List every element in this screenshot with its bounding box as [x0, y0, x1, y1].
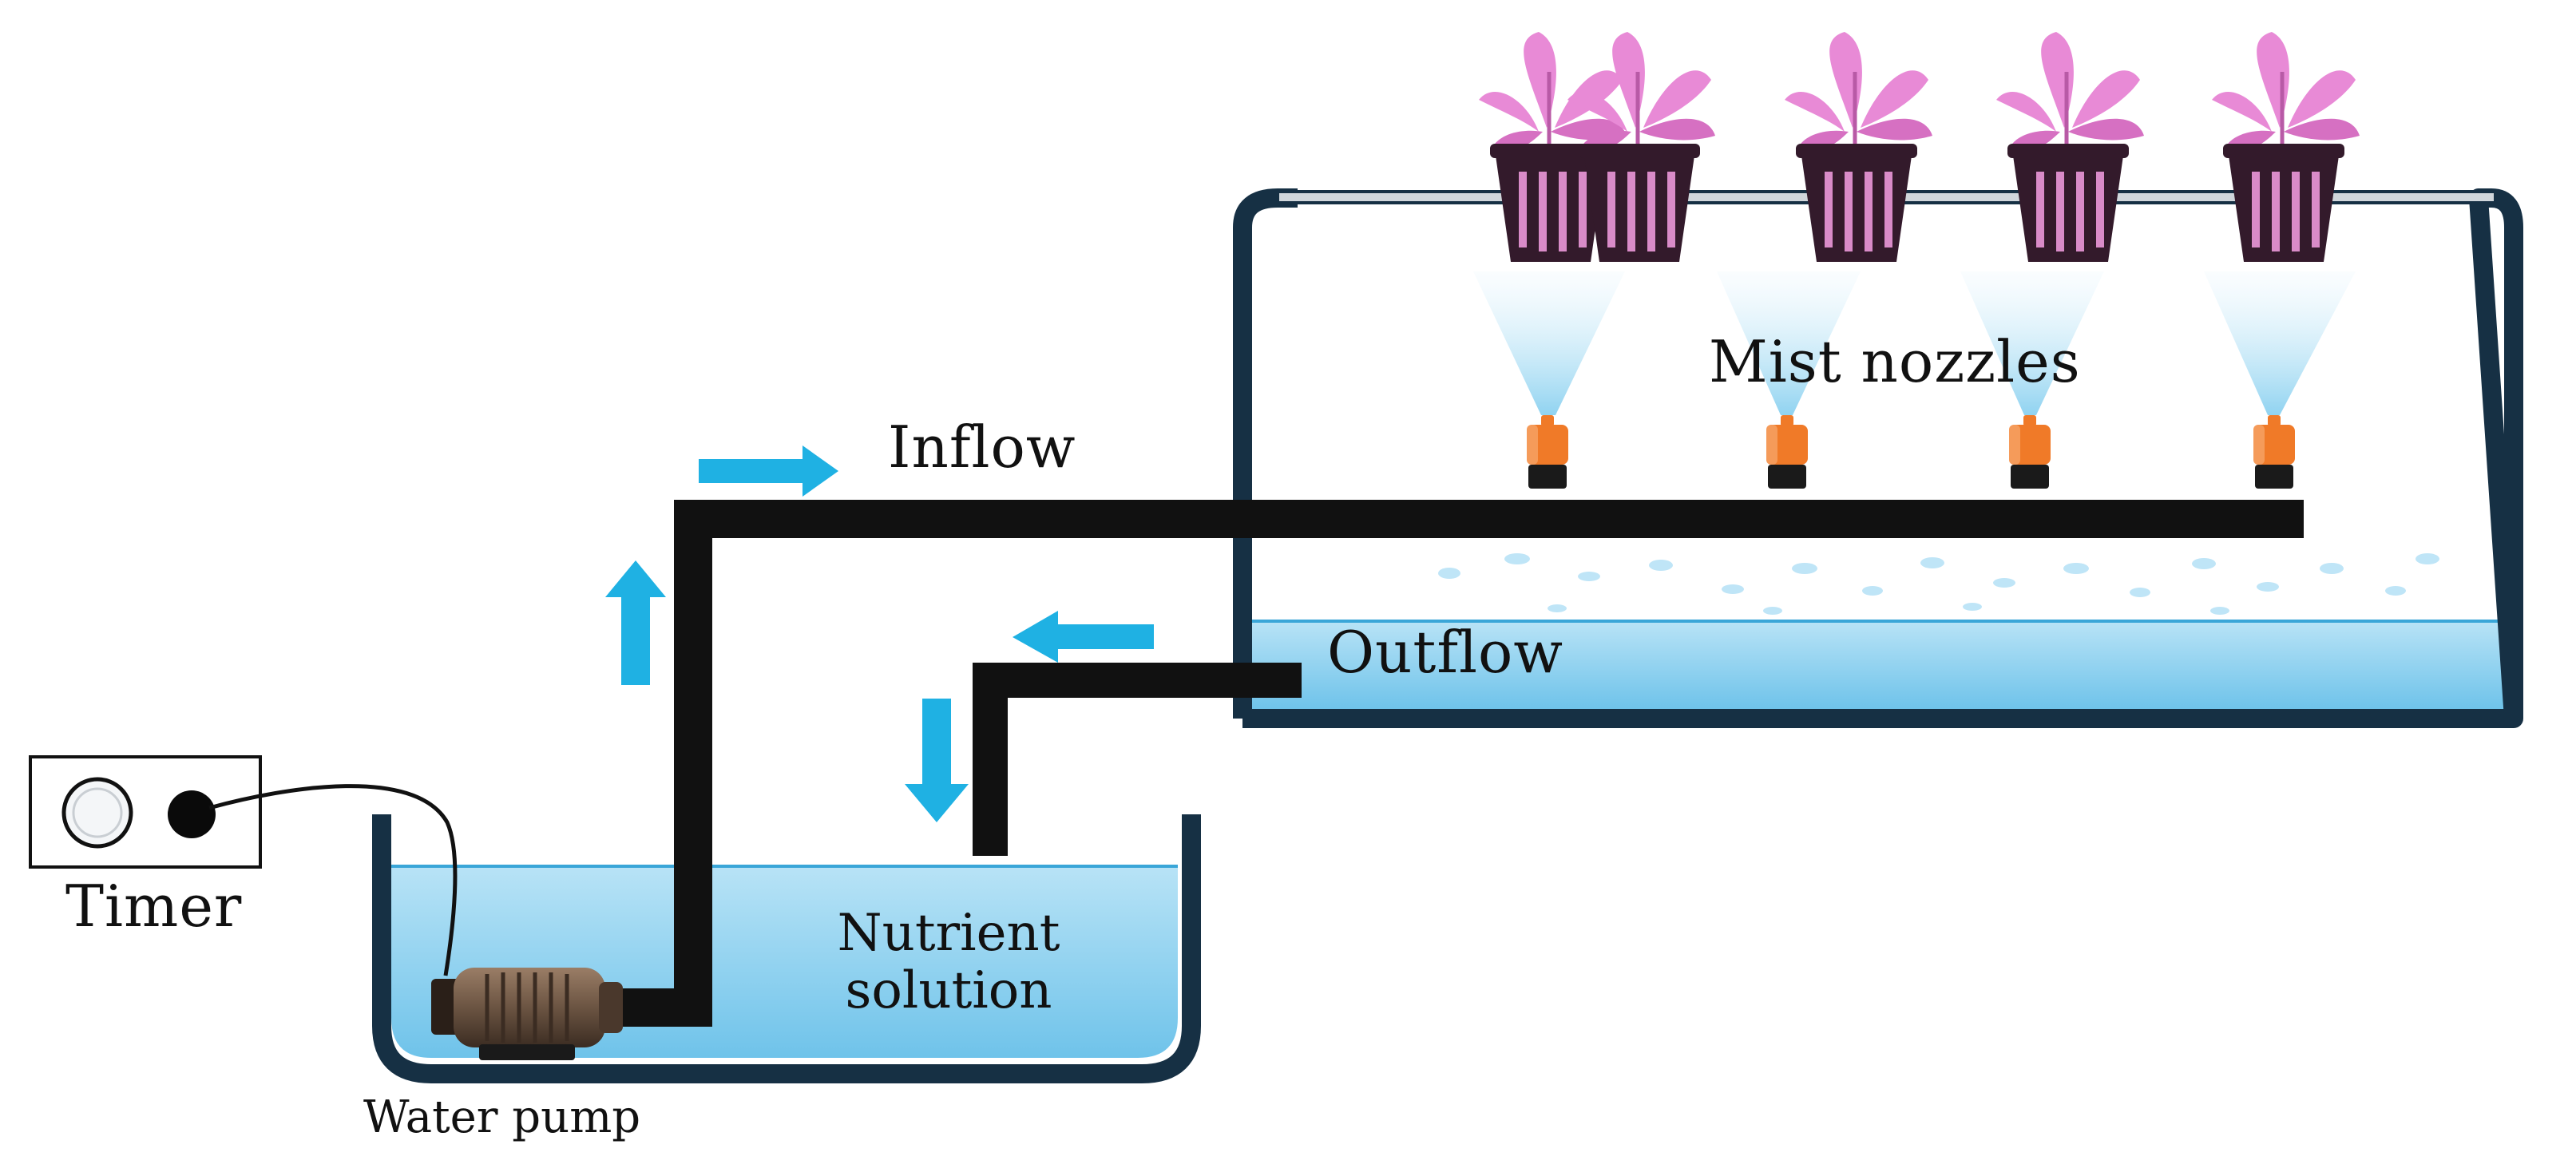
mist-nozzles-label: Mist nozzles [1709, 328, 2081, 395]
growing-chamber [1233, 188, 2523, 728]
timer-icon [29, 755, 458, 976]
plant-icon [1567, 32, 1715, 262]
plant-icon [1996, 32, 2144, 262]
labels: Inflow Mist nozzles Outflow Nutrient sol… [65, 328, 2081, 1143]
timer-label: Timer [65, 873, 242, 940]
mist-nozzles [1527, 415, 2295, 489]
arrow-icon [605, 560, 666, 685]
plants [1479, 32, 2360, 262]
plant-icon [1479, 32, 1627, 262]
mist-sprays [1473, 271, 2356, 415]
arrow-icon [905, 699, 969, 822]
chamber-water [1244, 621, 2515, 709]
arrow-icon [699, 445, 838, 497]
inflow-label: Inflow [888, 414, 1076, 481]
plant-icon [1785, 32, 1932, 262]
mist-nozzle-icon [2009, 415, 2051, 489]
flow-arrows [605, 445, 1154, 822]
arrow-icon [1013, 611, 1154, 663]
outflow-label: Outflow [1327, 619, 1563, 686]
timer-plug [168, 790, 216, 838]
nutrient-solution-label-line2: solution [846, 961, 1052, 1020]
water-pump-icon [431, 968, 623, 1060]
nutrient-solution-label-line1: Nutrient [838, 904, 1060, 963]
inflow-pipe [607, 500, 2304, 1027]
water-pump-label: Water pump [363, 1091, 640, 1143]
timer-cord [208, 784, 458, 976]
mist-nozzle-icon [1527, 415, 1568, 489]
reservoir-outline [372, 814, 1201, 1083]
mist-nozzle-icon [1766, 415, 1808, 489]
outflow-pipe [973, 663, 1302, 856]
plant-icon [2212, 32, 2360, 262]
pipes [607, 500, 2304, 1027]
mist-droplets [1438, 553, 2439, 615]
mist-nozzle-icon [2253, 415, 2295, 489]
